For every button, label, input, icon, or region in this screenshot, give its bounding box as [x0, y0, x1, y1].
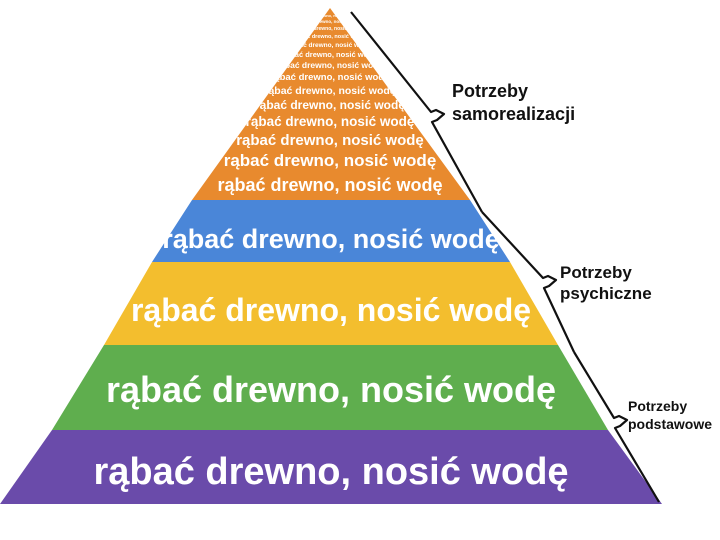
brace-bottom [573, 351, 660, 503]
tip-text-line: rąbać drewno, nosić wodę [296, 34, 365, 40]
level-purple [0, 430, 662, 504]
tip-text-line: rąbać drewno, nosić wodę [255, 98, 405, 112]
label-bot-line1: Potrzeby [628, 398, 688, 414]
tip-text-line: rąbać drewno, nosić wodę [283, 50, 377, 59]
tip-text-line: rąbać drewno, nosić wodę [246, 114, 415, 129]
level-top-orange [192, 8, 470, 200]
label-bot-line2: podstawowe [628, 415, 713, 432]
level-blue-text: rąbać drewno, nosić wodę [162, 224, 500, 254]
tip-text-line: rąbać drewno, nosić wodę [277, 60, 384, 70]
tip-text-line: rąbać drewno, nosić wodę [289, 42, 371, 49]
label-top-line2: samorealizacji [452, 103, 576, 124]
tip-text-line: rąbać drewno, nosić wodę [302, 19, 359, 24]
level-green [52, 345, 608, 430]
level-green-text: rąbać drewno, nosić wodę [106, 369, 556, 410]
brace-top [350, 11, 483, 213]
level-yellow [104, 262, 558, 345]
tip-text-line: rąbać drewno, nosić wodę [236, 132, 424, 149]
level-purple-text: rąbać drewno, nosić wodę [93, 451, 568, 493]
label-self-actualization: Potrzeby samorealizacji [452, 80, 575, 125]
tip-text-line: rąbać drewno, nosić wodę [217, 175, 442, 195]
level-blue [152, 200, 510, 262]
label-mid-line2: psychiczne [560, 284, 652, 304]
label-mid-line1: Potrzeby [560, 263, 632, 282]
brace-middle [481, 211, 575, 353]
tip-text-line: rąbać drewno, nosić wodę [224, 151, 437, 170]
tip-text-line: rąbać drewno, nosić wodę [305, 13, 356, 18]
tip-text-line: rąbać drewno, nosić wodę [299, 26, 362, 32]
tip-text-line: rąbać drewno, nosić wodę [264, 85, 395, 97]
label-basic: Potrzeby podstawowe [628, 398, 712, 433]
level-yellow-text: rąbać drewno, nosić wodę [131, 292, 531, 328]
label-psychological: Potrzeby psychiczne [560, 262, 652, 305]
tip-text-line: rąbać drewno, nosić wodę [271, 72, 390, 83]
label-top-line1: Potrzeby [452, 81, 529, 101]
